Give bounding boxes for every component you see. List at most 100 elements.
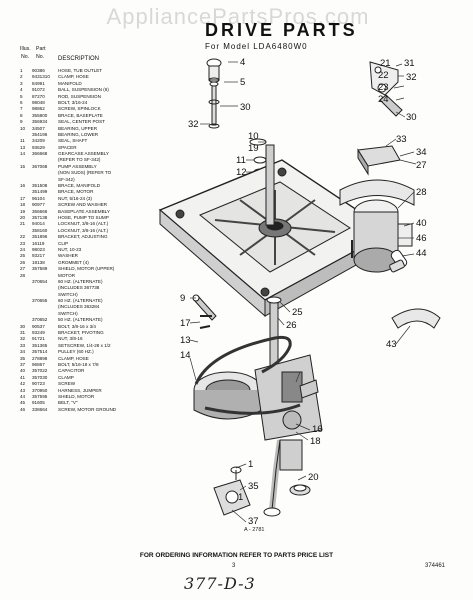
part-description: BELT, "V" <box>58 400 78 406</box>
part-number: 370950 <box>32 387 48 393</box>
callout-5: 5 <box>240 77 245 88</box>
illus-number: 24 <box>20 246 26 252</box>
leader-lines <box>189 61 417 523</box>
part-number: 90723 <box>32 381 45 387</box>
part-description: (INCLUDES 367738 <box>58 285 100 291</box>
callout-20: 20 <box>308 472 319 483</box>
part-description: CAPACITOR <box>58 368 85 374</box>
part-description: 60 HZ. (ALTERNATE) <box>58 278 103 284</box>
illus-number: 14 <box>20 151 26 157</box>
part-number: 357589 <box>32 266 48 272</box>
model-subtitle: For Model LDA6480W0 <box>205 42 308 51</box>
part-number: 96867 <box>32 361 45 367</box>
illus-number: 32 <box>20 336 26 342</box>
part-description: BRACE, BASEPLATE <box>58 112 103 118</box>
drawing-number: A - 2781 <box>244 527 265 533</box>
part-description: NUT, 10-23 <box>58 246 82 252</box>
part-description: HOSE, TUB OUTLET <box>58 68 103 73</box>
part-description: LOCKNUT, 3/8-16 (ALT.) <box>58 221 109 227</box>
illus-number: 18 <box>20 202 26 208</box>
part-description: SPACER <box>58 144 77 150</box>
callout-37: 37 <box>248 516 259 527</box>
part-description: SCREW, SPINLOCK <box>58 106 101 112</box>
part-number: 91072 <box>32 87 45 93</box>
part-description: BEARING, UPPER <box>58 125 98 131</box>
callout-30-left: 30 <box>240 102 251 113</box>
part-description: BRACKET, ADJUSTING <box>58 234 108 240</box>
part-description: NUT, 3/8-16 <box>58 336 83 342</box>
illus-number: 31 <box>20 330 26 336</box>
pivoting-bracket-drawing <box>299 379 319 399</box>
part-number: 366668 <box>32 151 48 157</box>
column-header-description: DESCRIPTION <box>58 56 100 62</box>
part-number: 9431310 <box>32 74 50 80</box>
part-number: 357595 <box>32 393 48 399</box>
illus-number: 43 <box>20 387 26 393</box>
callout-43: 43 <box>386 339 397 350</box>
illus-number: 22 <box>20 234 26 240</box>
parts-list-row: 22 351896 BRACKET, ADJUSTING <box>20 234 170 240</box>
illus-number: 41 <box>20 374 26 380</box>
part-number: 278898 <box>32 355 48 361</box>
part-number: 34209 <box>32 138 45 144</box>
part-description: BASEPLATE ASSEMBLY <box>58 208 110 214</box>
part-description: (REFER TO SF-342) <box>58 157 101 163</box>
part-number: 351896 <box>32 234 48 240</box>
callout-21: 21 <box>380 58 391 69</box>
illus-number: 30 <box>20 323 26 329</box>
part-number: 367068 <box>32 163 48 169</box>
illus-number: 42 <box>20 381 26 387</box>
part-number: 93217 <box>32 253 45 259</box>
parts-list-row: SWITCH) <box>20 292 170 298</box>
page-number: 3 <box>232 563 236 569</box>
part-number: 351365 <box>32 342 48 348</box>
part-description: BOLT, 3/16-24 <box>58 99 88 105</box>
part-number: 98862 <box>32 106 45 112</box>
illus-number: 11 <box>20 138 25 144</box>
parts-list-row: (NON SUDS) (REFER TO <box>20 170 170 176</box>
callout-22: 22 <box>378 70 389 81</box>
illus-number: 19 <box>20 208 26 214</box>
callout-23: 23 <box>378 82 389 93</box>
part-description: ROD, SUSPENSION <box>58 93 101 99</box>
callout-17: 17 <box>180 318 191 329</box>
part-description: MOTOR <box>58 272 76 278</box>
pump-hose-drawing <box>263 439 311 517</box>
part-description: SWITCH) <box>58 291 78 297</box>
callout-33: 33 <box>396 134 407 145</box>
illus-number: 9 <box>20 119 23 125</box>
illus-number: 40 <box>20 368 26 374</box>
parts-list-row: 42 90723 SCREW <box>20 381 170 387</box>
part-description: SCREW <box>58 381 76 387</box>
callout-31: 31 <box>404 58 415 69</box>
callout-44: 44 <box>416 248 427 259</box>
illus-number: 5 <box>20 93 23 99</box>
part-description: SEAL, CENTER POST <box>58 119 105 125</box>
illus-number: 10 <box>20 125 26 131</box>
clip-drawing <box>389 259 405 273</box>
illus-number: 15 <box>20 163 26 169</box>
part-description: SCREW AND WASHER <box>58 202 108 208</box>
column-header-illus: Illus. <box>20 46 31 52</box>
